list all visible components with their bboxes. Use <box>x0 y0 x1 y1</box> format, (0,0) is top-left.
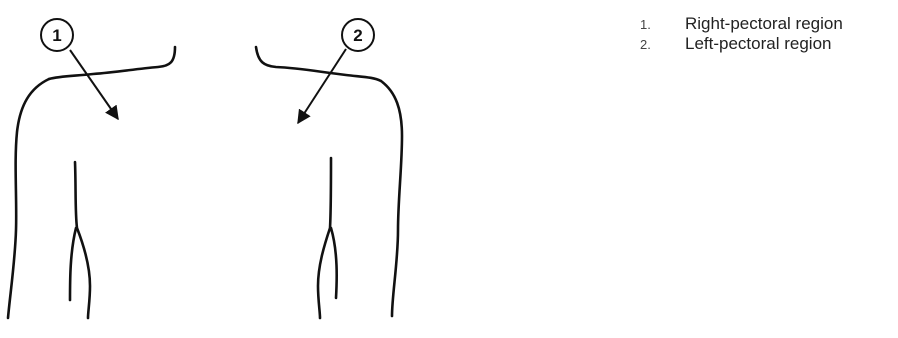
right-chest-line <box>73 160 92 320</box>
legend-item-left-pectoral: 2. Left-pectoral region <box>640 34 843 54</box>
callout-2-arrow <box>297 48 347 125</box>
left-arm-crease <box>329 226 339 300</box>
legend-item-number: 2. <box>640 37 651 52</box>
legend-item-number: 1. <box>640 17 651 32</box>
right-torso-outline <box>6 45 177 320</box>
callout-2-circle <box>341 18 375 52</box>
callout-1-arrow <box>69 49 119 121</box>
callout-1: 1 <box>40 18 119 121</box>
legend-list: 1. Right-pectoral region 2. Left-pectora… <box>640 14 843 54</box>
left-neck-collar-line <box>254 45 383 83</box>
left-chest-line <box>316 156 333 320</box>
right-neck-collar-line <box>47 45 177 81</box>
legend-item-right-pectoral: 1. Right-pectoral region <box>640 14 843 34</box>
callout-1-circle <box>40 18 74 52</box>
left-torso-outline <box>254 45 404 320</box>
legend-item-label: Right-pectoral region <box>685 14 843 33</box>
callout-1-number: 1 <box>52 26 61 45</box>
right-arm-crease <box>68 226 78 302</box>
legend-item-label: Left-pectoral region <box>685 34 832 53</box>
callout-2: 2 <box>297 18 375 125</box>
callout-2-number: 2 <box>353 26 362 45</box>
right-shoulder-arm-outline <box>6 77 51 320</box>
left-shoulder-arm-outline <box>379 79 404 318</box>
